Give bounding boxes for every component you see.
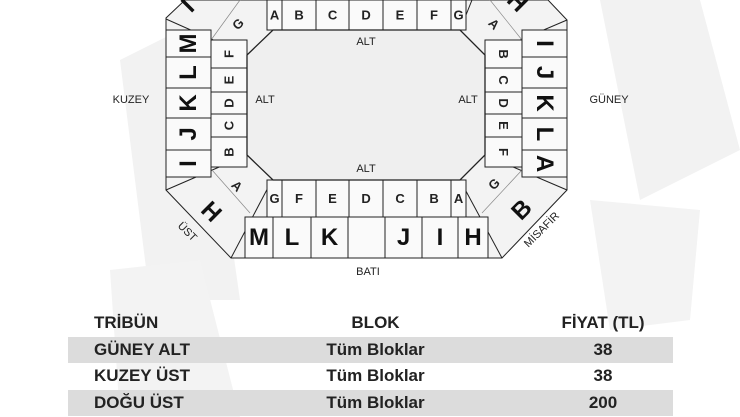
cell-stand: GÜNEY ALT [94,339,191,359]
bottom-lower-block-label: D [361,191,370,206]
bottom-upper-block-cell [244,216,274,259]
left-upper-block-cell [165,149,212,178]
pitch [246,29,486,181]
bottom-upper-block-cell [347,216,386,259]
table-row: KUZEY ÜST Tüm Bloklar 38 [68,363,673,390]
bottom-upper-block-cell [272,216,312,259]
left-upper-block-label: K [175,94,202,112]
right-lower-block-label: F [496,148,511,156]
left-lower-block-label: C [222,120,237,130]
right-upper-block-label: K [531,94,558,112]
bottom-lower-block-cell [348,179,384,218]
right-lower-blocks: B C D E F [484,39,523,168]
right-upper-blocks: I J KLA [521,29,568,178]
header-stand: TRİBÜN [94,313,159,333]
right-upper-block-cell [521,56,568,89]
bottom-upper-block-label: J [397,224,410,251]
cell-price: 38 [593,339,613,359]
right-upper-block-cell [521,149,568,178]
cell-price: 38 [593,366,613,386]
cell-block: Tüm Bloklar [326,392,425,412]
right-lower-block-cell [484,39,523,69]
stand-label-north: KUZEY [113,94,150,106]
bottom-lower-block-label: A [454,191,464,206]
top-lower-block-label: C [328,8,338,23]
bottom-lower-block-cell [416,179,452,218]
bottom-upper-block-cell [457,216,489,259]
top-lower-block-label: F [430,8,438,23]
stand-label-south: GÜNEY [589,94,629,106]
cell-block: Tüm Bloklar [326,339,425,359]
header-price: FİYAT (TL) [561,313,645,333]
top-lower-block-label: A [270,8,280,23]
top-lower-block-label: E [396,8,405,23]
cell-stand: DOĞU ÜST [94,392,184,412]
bottom-upper-block-label: K [321,224,339,251]
bottom-lower-block-label: C [395,191,405,206]
left-lower-block-label: B [222,147,237,156]
alt-label-top: ALT [356,36,376,48]
top-lower-block-label: B [294,8,303,23]
right-upper-block-label: A [531,155,558,172]
right-upper-block-cell [521,87,568,119]
bottom-upper-block-label: M [249,224,269,251]
bottom-lower-block-label: B [429,191,438,206]
left-upper-block-label: I [175,160,202,167]
left-upper-block-label: M [175,34,202,54]
header-block: BLOK [351,313,400,333]
price-table-header: TRİBÜN BLOK FİYAT (TL) [68,310,673,337]
bottom-lower-block-label: E [328,191,337,206]
right-lower-block-cell [484,67,523,93]
stand-label-west: BATI [356,266,380,278]
left-upper-block-cell [165,87,212,119]
right-lower-block-label: E [496,121,511,130]
right-upper-block-label: I [531,40,558,47]
table-row: GÜNEY ALT Tüm Bloklar 38 [68,336,673,363]
price-table: TRİBÜN BLOK FİYAT (TL) GÜNEY ALT Tüm Blo… [68,310,673,416]
table-row: DOĞU ÜST Tüm Bloklar 200 [68,389,673,416]
bottom-upper-block-label: H [464,224,481,251]
top-lower-block-label: D [361,8,370,23]
left-lower-block-label: F [222,50,237,58]
cell-block: Tüm Bloklar [326,366,425,386]
alt-label-bottom: ALT [356,163,376,175]
bottom-lower-block-label: F [295,191,303,206]
bottom-upper-block-cell [310,216,349,259]
left-upper-blocks: I J KLM [165,29,212,178]
right-upper-block-label: J [531,66,558,79]
right-upper-block-label: L [531,127,558,142]
bottom-upper-block-cell [384,216,423,259]
alt-label-left: ALT [255,94,275,106]
bottom-upper-block-label: I [437,224,444,251]
left-lower-block-label: D [222,98,237,107]
left-upper-block-cell [165,117,212,151]
top-lower-block-cell [348,0,384,31]
alt-label-right: ALT [458,94,478,106]
bottom-upper-block-cell [421,216,459,259]
top-lower-block-label: G [453,8,463,23]
right-lower-block-label: B [496,49,511,58]
cell-price: 200 [588,392,618,412]
stand-label-upper: ÜST [175,220,199,244]
left-lower-block-label: E [222,75,237,84]
left-upper-block-cell [165,29,212,58]
cell-stand: KUZEY ÜST [94,366,191,386]
top-lower-block-cell [416,0,452,31]
right-lower-block-label: D [496,98,511,107]
bottom-upper-block-label: L [285,224,300,251]
left-upper-block-label: J [175,127,202,140]
right-lower-block-label: C [496,75,511,85]
bottom-lower-block-label: G [269,191,279,206]
left-lower-blocks: B C D E F [210,39,248,168]
left-upper-block-label: L [175,65,202,80]
